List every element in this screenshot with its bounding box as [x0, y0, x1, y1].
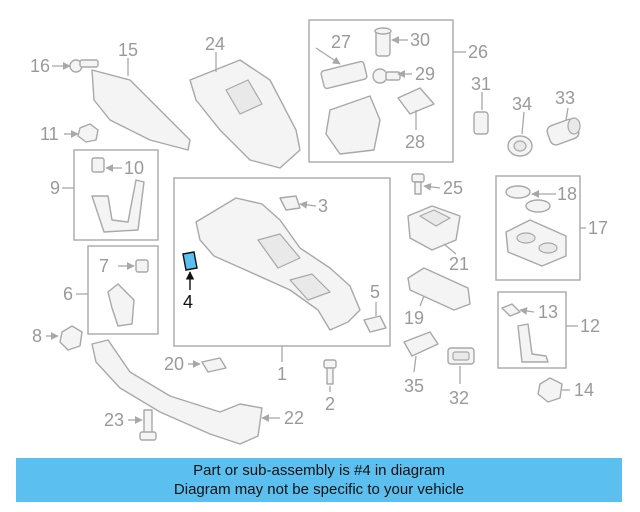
part-14-shape [537, 377, 563, 403]
part-9-shape [91, 179, 145, 233]
part-11-shape [77, 123, 99, 143]
part-6-shape [107, 283, 135, 327]
callout-18: 18 [557, 184, 577, 204]
callout-9: 9 [50, 178, 60, 198]
callout-22: 22 [284, 408, 304, 428]
callout-35: 35 [404, 376, 424, 396]
callout-2: 2 [325, 394, 335, 414]
part-31-shape [473, 111, 489, 135]
part-3-shape [279, 195, 301, 211]
callout-21: 21 [449, 254, 469, 274]
callout-3: 3 [318, 196, 328, 216]
group-box-6 [87, 245, 159, 335]
part-33-shape [546, 117, 581, 146]
part-22-shape [91, 339, 263, 445]
callout-16: 16 [30, 56, 50, 76]
callout-34: 34 [512, 94, 532, 114]
callout-26: 26 [468, 42, 488, 62]
part-27-shape [320, 60, 368, 90]
callout-labels: 16 15 11 24 27 30 26 29 28 31 34 33 10 9… [30, 30, 608, 430]
callout-30: 30 [410, 30, 430, 50]
callout-1: 1 [277, 364, 287, 384]
callout-20: 20 [164, 354, 184, 374]
callout-7: 7 [99, 256, 109, 276]
banner-line-part-number: Part or sub-assembly is #4 in diagram [193, 462, 445, 479]
callout-33: 33 [555, 88, 575, 108]
part-13-shape [501, 303, 521, 317]
part-18-shape [505, 185, 551, 213]
part-20-shape [201, 357, 227, 373]
callout-19: 19 [404, 308, 424, 328]
info-banner: Part or sub-assembly is #4 in diagram Di… [16, 458, 622, 502]
part-29-shape [372, 68, 401, 84]
callout-11: 11 [40, 124, 59, 144]
part-23-shape [139, 409, 157, 441]
part-1-tray [289, 273, 331, 301]
callout-32: 32 [449, 388, 469, 408]
part-1-opening [257, 233, 301, 269]
part-19-shape [407, 267, 471, 311]
part-2-shape [323, 359, 337, 385]
group-box-26 [308, 19, 454, 163]
parts-diagram: 16 15 11 24 27 30 26 29 28 31 34 33 10 9… [30, 19, 608, 445]
part-35-shape [403, 331, 439, 357]
part-15-shape [91, 69, 191, 151]
callout-15: 15 [118, 40, 138, 60]
callout-31: 31 [471, 74, 491, 94]
callout-5: 5 [370, 282, 380, 302]
part-10-shape [91, 157, 105, 173]
callout-29: 29 [415, 64, 435, 84]
callout-27: 27 [331, 32, 351, 52]
callout-6: 6 [63, 284, 73, 304]
part-24-shape [189, 59, 301, 169]
callout-24: 24 [205, 34, 225, 54]
callout-25: 25 [443, 178, 463, 198]
callout-12: 12 [580, 316, 600, 336]
part-28-shape [397, 87, 435, 115]
part-16-shape [69, 59, 99, 73]
callout-13: 13 [538, 302, 558, 322]
group-box-12 [497, 291, 567, 369]
callout-10: 10 [124, 158, 144, 178]
part-24-opening [225, 79, 263, 115]
part-5-shape [363, 315, 387, 333]
leader-lines [46, 36, 586, 424]
part-34-shape [507, 135, 533, 157]
callout-28: 28 [405, 132, 425, 152]
part-4-shape [182, 251, 198, 271]
part-17-cup-b [538, 242, 558, 254]
banner-line-disclaimer: Diagram may not be specific to your vehi… [173, 481, 465, 498]
part-8-shape [59, 325, 83, 351]
part-26-bracket [325, 95, 381, 155]
callout-17: 17 [588, 218, 608, 238]
group-box-9 [73, 149, 159, 241]
callout-14: 14 [574, 380, 594, 400]
part-30-shape [374, 27, 392, 57]
part-21-inner [419, 209, 451, 227]
part-25-shape [411, 173, 425, 195]
callout-23: 23 [104, 410, 124, 430]
callout-8: 8 [32, 326, 42, 346]
part-17-shape [505, 219, 567, 267]
part-32-shape [447, 347, 475, 365]
callout-4-highlighted: 4 [183, 292, 193, 312]
part-17-cup-a [516, 232, 536, 244]
part-7-shape [135, 259, 149, 273]
part-12-shape [517, 323, 549, 363]
